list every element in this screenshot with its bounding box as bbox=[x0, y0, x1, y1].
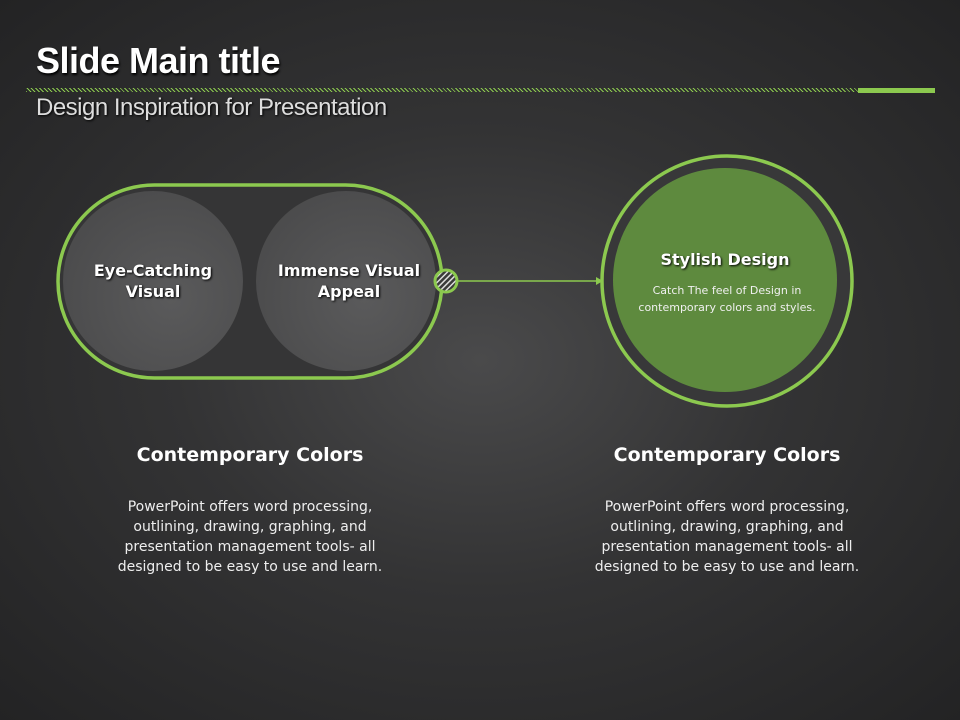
block-1-heading: Contemporary Colors bbox=[136, 444, 364, 466]
block-2-heading: Contemporary Colors bbox=[613, 444, 841, 466]
block-2-text: PowerPoint offers word processing, outli… bbox=[594, 499, 860, 575]
block-1-text: PowerPoint offers word processing, outli… bbox=[117, 499, 383, 575]
target-text: Catch The feel of Design in contemporary… bbox=[638, 284, 816, 314]
connector-node bbox=[433, 268, 459, 294]
circle-immense-visual bbox=[256, 191, 436, 371]
title-divider-accent bbox=[858, 88, 935, 93]
slide-subtitle: Design Inspiration for Presentation bbox=[36, 94, 387, 121]
arrowhead-icon bbox=[596, 277, 603, 285]
title-divider-hatched bbox=[26, 88, 858, 92]
slide-title: Slide Main title bbox=[36, 40, 281, 81]
label-immense-visual: Immense Visual Appeal bbox=[277, 261, 421, 301]
circle-eye-catching bbox=[63, 191, 243, 371]
label-eye-catching: Eye-Catching Visual bbox=[93, 261, 213, 301]
target-title: Stylish Design bbox=[660, 250, 790, 269]
target-circle bbox=[613, 168, 837, 392]
